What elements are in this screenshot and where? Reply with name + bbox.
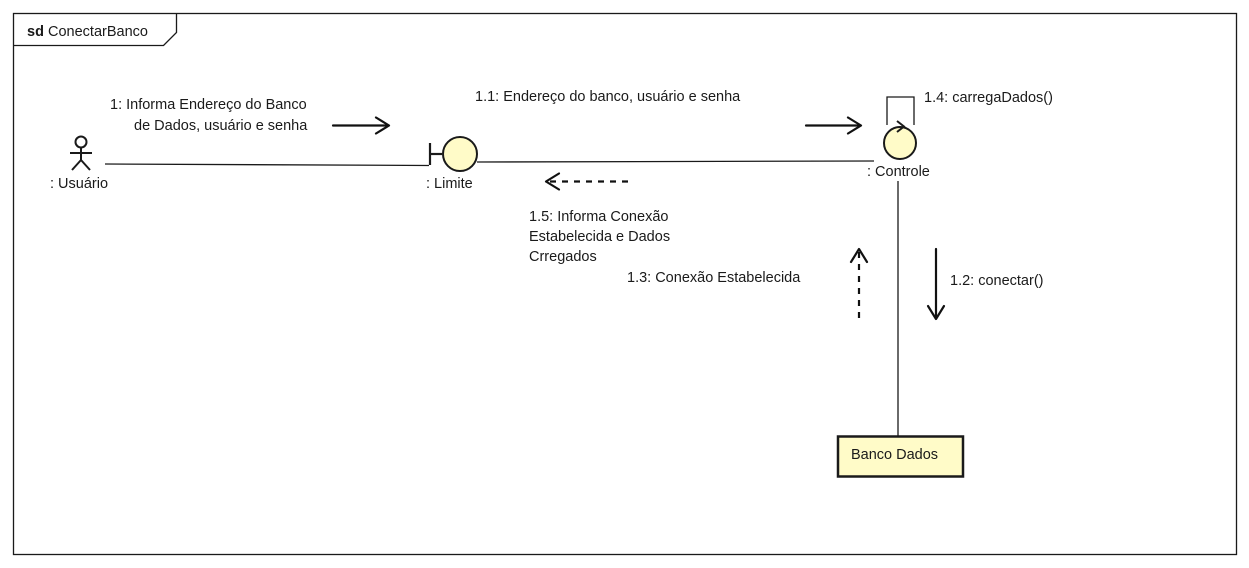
control-icon[interactable]: [883, 120, 917, 160]
frame-keyword: sd: [27, 24, 44, 40]
actor-icon[interactable]: [70, 135, 92, 171]
message-1-5-label: 1.5: Informa Conexão Estabelecida e Dado…: [529, 209, 674, 265]
self-loop-connector: [886, 96, 915, 125]
entity-label: Banco Dados: [851, 447, 938, 463]
message-1-5-arrow: [544, 172, 628, 191]
frame-name: ConectarBanco: [48, 24, 148, 40]
message-1-2-arrow: [926, 247, 946, 321]
message-1-3-label: 1.3: Conexão Estabelecida: [627, 270, 801, 286]
frame-title-tab: [13, 13, 178, 47]
actor-label: : Usuário: [50, 176, 108, 192]
link-actor-boundary: [104, 163, 430, 167]
message-1-1-label: 1.1: Endereço do banco, usuário e senha: [475, 89, 741, 105]
link-boundary-control: [476, 160, 875, 163]
entity-box[interactable]: Banco Dados: [836, 435, 965, 478]
control-label: : Controle: [867, 164, 930, 180]
message-1-3-arrow: [849, 247, 869, 318]
diagram-frame: [12, 12, 1238, 556]
message-1-4-label: 1.4: carregaDados(): [924, 90, 1053, 106]
message-1-arrow: [331, 116, 391, 135]
message-1-2-label: 1.2: conectar(): [950, 273, 1044, 289]
boundary-icon[interactable]: [428, 136, 478, 172]
boundary-label: : Limite: [426, 176, 473, 192]
message-1-1-arrow: [804, 116, 863, 135]
message-1-label: 1: Informa Endereço do Banco de Dados, u…: [110, 97, 311, 134]
